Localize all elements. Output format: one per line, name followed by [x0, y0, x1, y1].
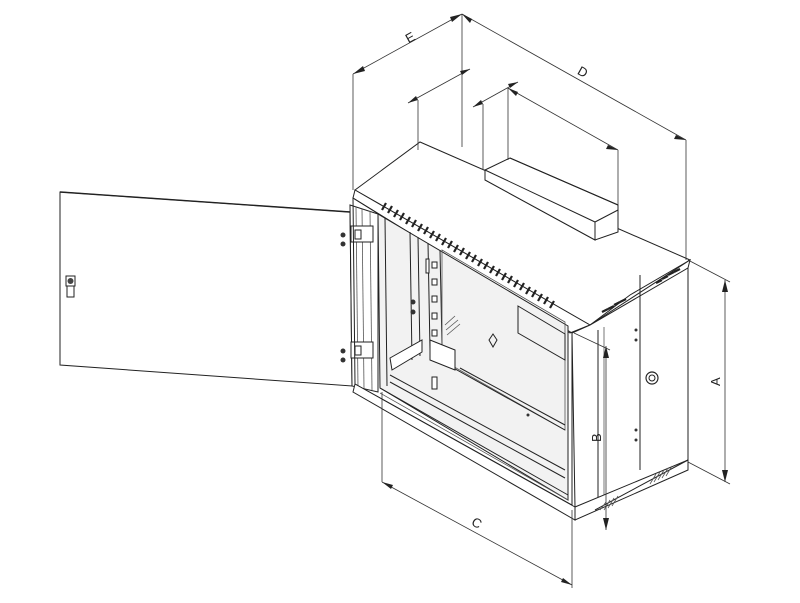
dimension-label-a: A — [708, 377, 723, 386]
cabinet-interior — [377, 213, 569, 501]
dimension-label-b: B — [589, 433, 604, 442]
dimension-label-c: C — [469, 514, 484, 532]
side-lock-icon — [645, 371, 659, 385]
door-hinges — [349, 204, 379, 393]
front-door — [59, 191, 353, 387]
dimension-lines — [352, 13, 731, 588]
door-hinge-screws — [340, 232, 346, 363]
dimension-label-d: D — [575, 63, 590, 81]
bottom-plinth-vents — [599, 465, 673, 511]
dimension-label-e: E — [403, 29, 418, 46]
top-cover-vents — [381, 202, 681, 313]
top-cable-entry — [484, 157, 619, 241]
door-lock-icon — [65, 275, 76, 298]
hatch-cutout — [444, 315, 461, 336]
mounting-rails — [384, 217, 443, 387]
